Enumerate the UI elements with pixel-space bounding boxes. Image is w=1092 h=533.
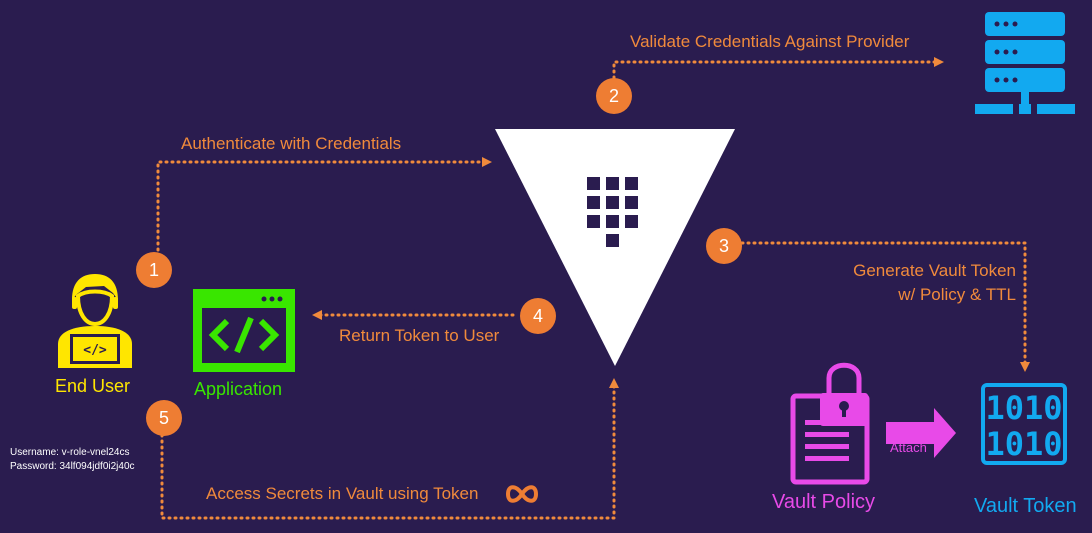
authenticate-arrow xyxy=(156,157,492,264)
document-lock-icon xyxy=(790,362,870,485)
developer-user-icon: </> xyxy=(58,274,132,368)
generate-token-label-line2: w/ Policy & TTL xyxy=(898,285,1016,304)
access-secrets-label: Access Secrets in Vault using Token xyxy=(206,484,479,503)
infinity-icon xyxy=(505,485,539,503)
validate-label: Validate Credentials Against Provider xyxy=(630,32,910,51)
svg-text:</>: </> xyxy=(83,343,107,358)
server-stack-icon xyxy=(975,12,1075,114)
token-digits-bottom: 1010 xyxy=(985,425,1062,463)
authenticate-label: Authenticate with Credentials xyxy=(181,134,402,153)
code-window-icon xyxy=(193,289,295,372)
end-user-label: End User xyxy=(55,376,131,396)
step-badge-5: 5 xyxy=(146,400,182,436)
attach-arrow xyxy=(886,408,956,458)
access-secrets-arrow xyxy=(160,378,619,520)
vault-token-label: Vault Token xyxy=(974,495,1077,517)
vault-policy-label: Vault Policy xyxy=(772,491,876,513)
generate-token-arrow xyxy=(740,241,1030,372)
step-badge-2: 2 xyxy=(596,78,632,114)
generate-token-label-line1: Generate Vault Token xyxy=(853,261,1016,280)
attach-label: Attach xyxy=(890,440,927,455)
credentials-password: Password: 34lf094jdf0i2j40c xyxy=(10,461,135,472)
step-badge-4: 4 xyxy=(520,298,556,334)
validate-arrow xyxy=(612,57,944,80)
credentials-username: Username: v-role-vnel24cs xyxy=(10,447,130,458)
binary-token-icon: 1010 1010 xyxy=(981,383,1067,465)
return-token-label: Return Token to User xyxy=(339,326,500,345)
token-digits-top: 1010 xyxy=(985,389,1062,427)
step-badge-3: 3 xyxy=(706,228,742,264)
vault-triangle-logo xyxy=(495,129,735,366)
application-label: Application xyxy=(194,379,283,399)
step-badge-1: 1 xyxy=(136,252,172,288)
